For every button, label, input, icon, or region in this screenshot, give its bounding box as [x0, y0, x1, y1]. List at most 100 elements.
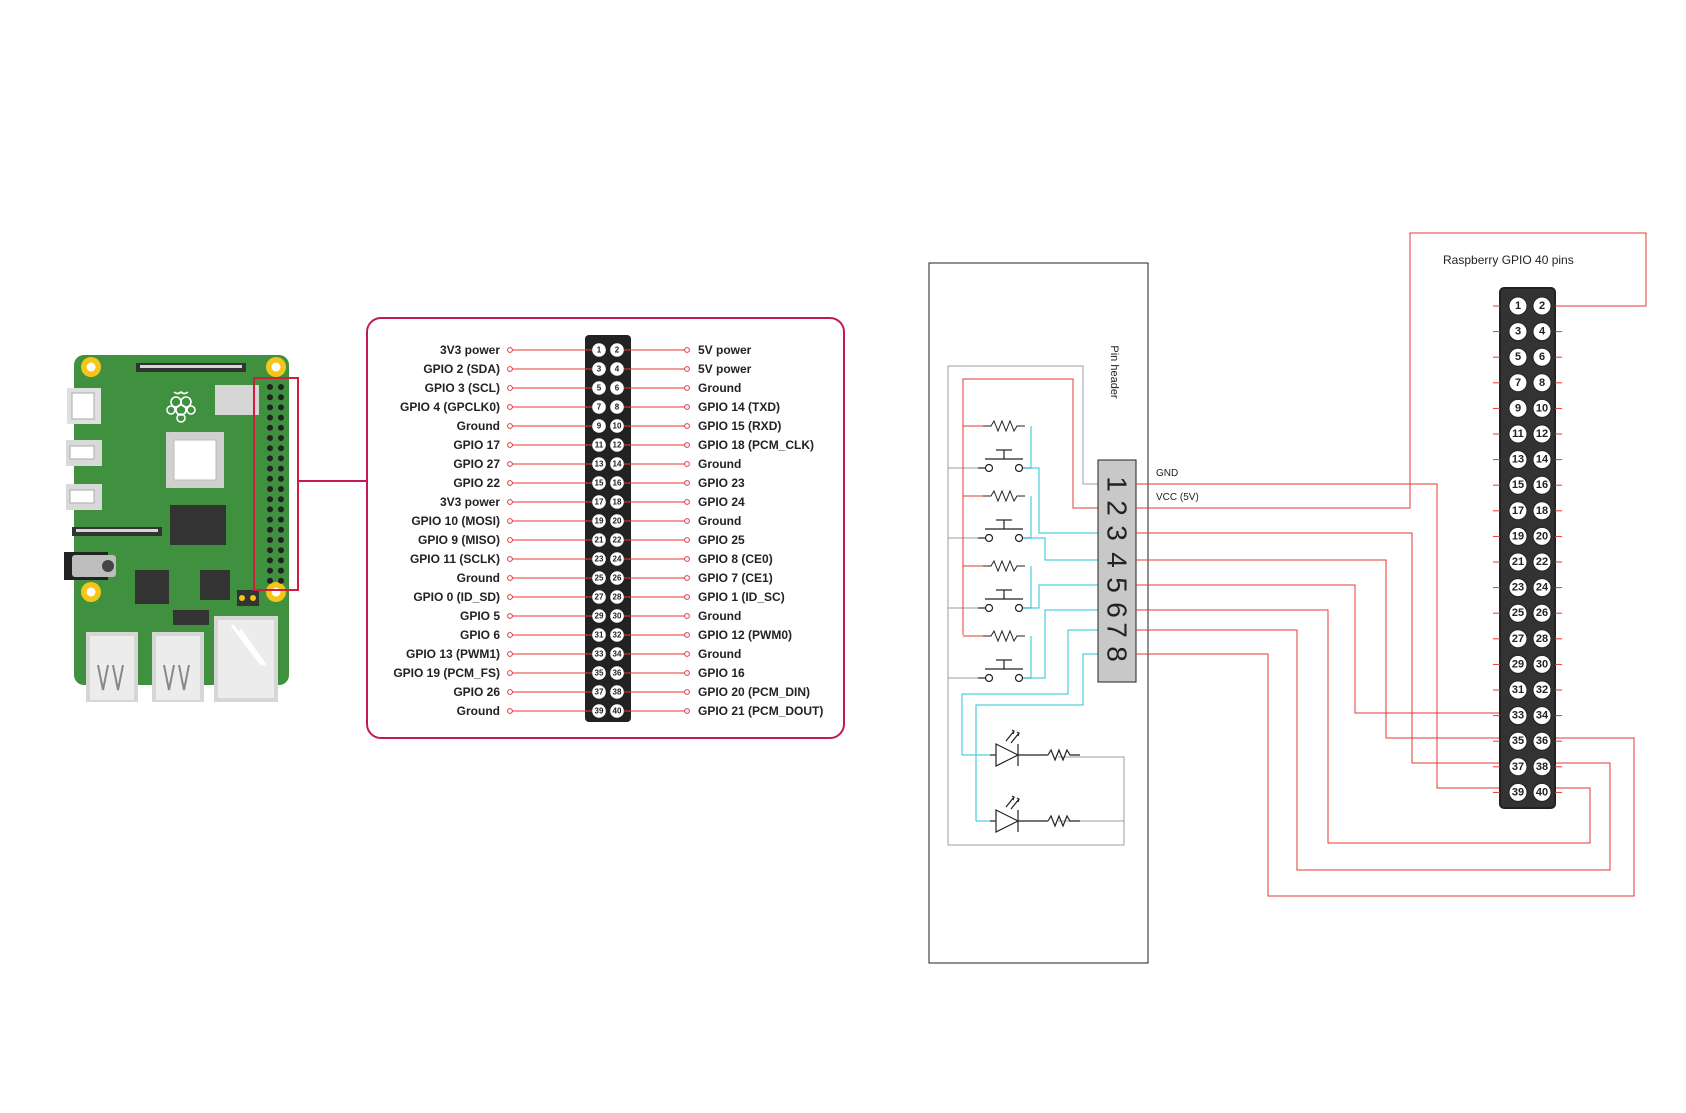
gpio-pin: [1532, 578, 1552, 598]
pin-leader-dot: [684, 385, 690, 391]
pin-label-right: GPIO 1 (ID_SC): [698, 590, 785, 604]
gpio-pin: [1532, 475, 1552, 495]
board-gpio-pin: [278, 496, 284, 503]
gpio-pin-number: 10: [1536, 402, 1548, 414]
module-header-number: 7: [1102, 622, 1133, 638]
board-gpio-pin: [267, 475, 273, 482]
pin-label-right: GPIO 15 (RXD): [698, 419, 781, 433]
pin-circle: [592, 552, 606, 566]
pin-label-right: GPIO 23: [698, 476, 745, 490]
gpio-pin-number: 38: [1536, 761, 1548, 773]
pin-circle: [592, 647, 606, 661]
pin-label-right: GPIO 7 (CE1): [698, 571, 773, 585]
pin-number: 4: [615, 365, 620, 374]
board-gpio-pin: [267, 557, 273, 564]
board-gpio-pin: [267, 445, 273, 452]
gpio-pin-number: 34: [1536, 710, 1549, 722]
pin-leader-dot: [507, 347, 513, 353]
ram-chip: [170, 505, 226, 545]
pin-leader-dot: [684, 347, 690, 353]
gpio-pin: [1508, 347, 1528, 367]
board-gpio-pin: [278, 506, 284, 513]
pin-number: 13: [595, 460, 604, 469]
pin-number: 24: [613, 555, 622, 564]
gpio-pin: [1532, 373, 1552, 393]
pin-circle: [610, 628, 624, 642]
raspberry-logo-icon: [166, 390, 196, 423]
pin-number: 37: [595, 688, 604, 697]
pin-number: 19: [595, 517, 604, 526]
pin-label-left: GPIO 6: [460, 628, 500, 642]
gpio-pin-number: 21: [1512, 556, 1524, 568]
pin-label-left: GPIO 2 (SDA): [423, 362, 500, 376]
pin-leader-dot: [684, 613, 690, 619]
pin-number: 16: [613, 479, 622, 488]
usb-port: [86, 632, 138, 702]
module-header-number: 1: [1102, 476, 1133, 492]
pin-leader-dot: [507, 480, 513, 486]
pin-number: 28: [613, 593, 622, 602]
gpio-pin: [1508, 629, 1528, 649]
module-header-number: 6: [1102, 602, 1133, 618]
pin-leader-dot: [507, 670, 513, 676]
pin-label-left: GPIO 22: [453, 476, 500, 490]
pin-number: 1: [597, 346, 602, 355]
gpio-pin: [1532, 654, 1552, 674]
gpio-pin-number: 16: [1536, 479, 1548, 491]
gpio-pin: [1508, 296, 1528, 316]
pin-label-left: GPIO 10 (MOSI): [411, 514, 500, 528]
gpio-pin-number: 33: [1512, 710, 1524, 722]
gpio-pin: [1532, 450, 1552, 470]
pin-circle: [592, 628, 606, 642]
pin-header-title: Pin header: [1108, 345, 1120, 399]
gpio-pin: [1532, 706, 1552, 726]
pin-number: 5: [597, 384, 602, 393]
pin-circle: [610, 362, 624, 376]
pin-number: 34: [613, 650, 622, 659]
pin-circle: [610, 704, 624, 718]
pin-circle: [610, 495, 624, 509]
gpio-pin-number: 31: [1512, 684, 1524, 696]
board-gpio-pin: [267, 414, 273, 421]
gpio-pin: [1508, 782, 1528, 802]
board-gpio-pin: [267, 547, 273, 554]
gpio-pin: [1508, 552, 1528, 572]
board-gpio-pin: [278, 475, 284, 482]
pin-label-left: GPIO 11 (SCLK): [410, 552, 500, 566]
vcc-wiring: [962, 378, 1098, 637]
pin-leader-dot: [684, 594, 690, 600]
pin-number: 38: [613, 688, 622, 697]
gpio-pin: [1508, 526, 1528, 546]
pin-label-left: Ground: [457, 704, 500, 718]
pin-circle: [610, 457, 624, 471]
pin-number: 40: [613, 707, 622, 716]
pin-number: 30: [613, 612, 622, 621]
module-header-number: 2: [1102, 500, 1133, 516]
board-gpio-pin: [278, 486, 284, 492]
pin-label-right: GPIO 24: [698, 495, 745, 509]
pin-leader-dot: [507, 461, 513, 467]
pin-circle: [592, 590, 606, 604]
board-gpio-pin: [278, 516, 284, 523]
gpio-pin: [1532, 398, 1552, 418]
module-header-number: 8: [1102, 646, 1133, 662]
pin-leader-dot: [684, 461, 690, 467]
pin-number: 20: [613, 517, 622, 526]
pin-label-right: GPIO 12 (PWM0): [698, 628, 792, 642]
board-gpio-pin: [278, 394, 284, 401]
gpio-pin-number: 14: [1536, 454, 1549, 466]
pin-label-left: Ground: [457, 419, 500, 433]
pin-label-left: GPIO 19 (PCM_FS): [393, 666, 500, 680]
gpio-pin-number: 37: [1512, 761, 1524, 773]
board-gpio-pin: [278, 567, 284, 574]
pin-label-right: 5V power: [698, 343, 752, 357]
pin-circle: [610, 685, 624, 699]
board-gpio-pin: [278, 526, 284, 533]
board-gpio-pin: [267, 506, 273, 513]
pin-number: 18: [613, 498, 622, 507]
pin-leader-dot: [684, 537, 690, 543]
gpio-pin: [1508, 603, 1528, 623]
board-gpio-pin: [267, 526, 273, 533]
